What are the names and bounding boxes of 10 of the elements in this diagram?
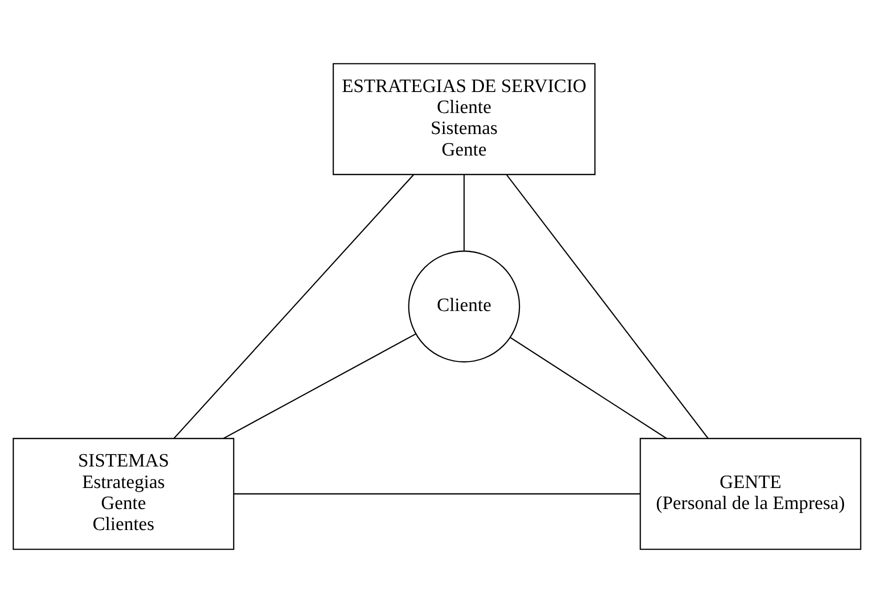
node-box: SISTEMAS Estrategias Gente Clientes bbox=[12, 437, 234, 550]
node-box: ESTRATEGIAS DE SERVICIO Cliente Sistemas Gente bbox=[332, 62, 596, 175]
connector bbox=[223, 332, 416, 438]
node-box: GENTE (Personal de la Empresa) bbox=[640, 437, 862, 550]
connector bbox=[234, 492, 640, 494]
node-circle: Cliente bbox=[408, 250, 520, 362]
connector bbox=[506, 174, 709, 438]
connector bbox=[510, 336, 667, 438]
connector bbox=[464, 174, 465, 250]
connector bbox=[173, 174, 414, 438]
